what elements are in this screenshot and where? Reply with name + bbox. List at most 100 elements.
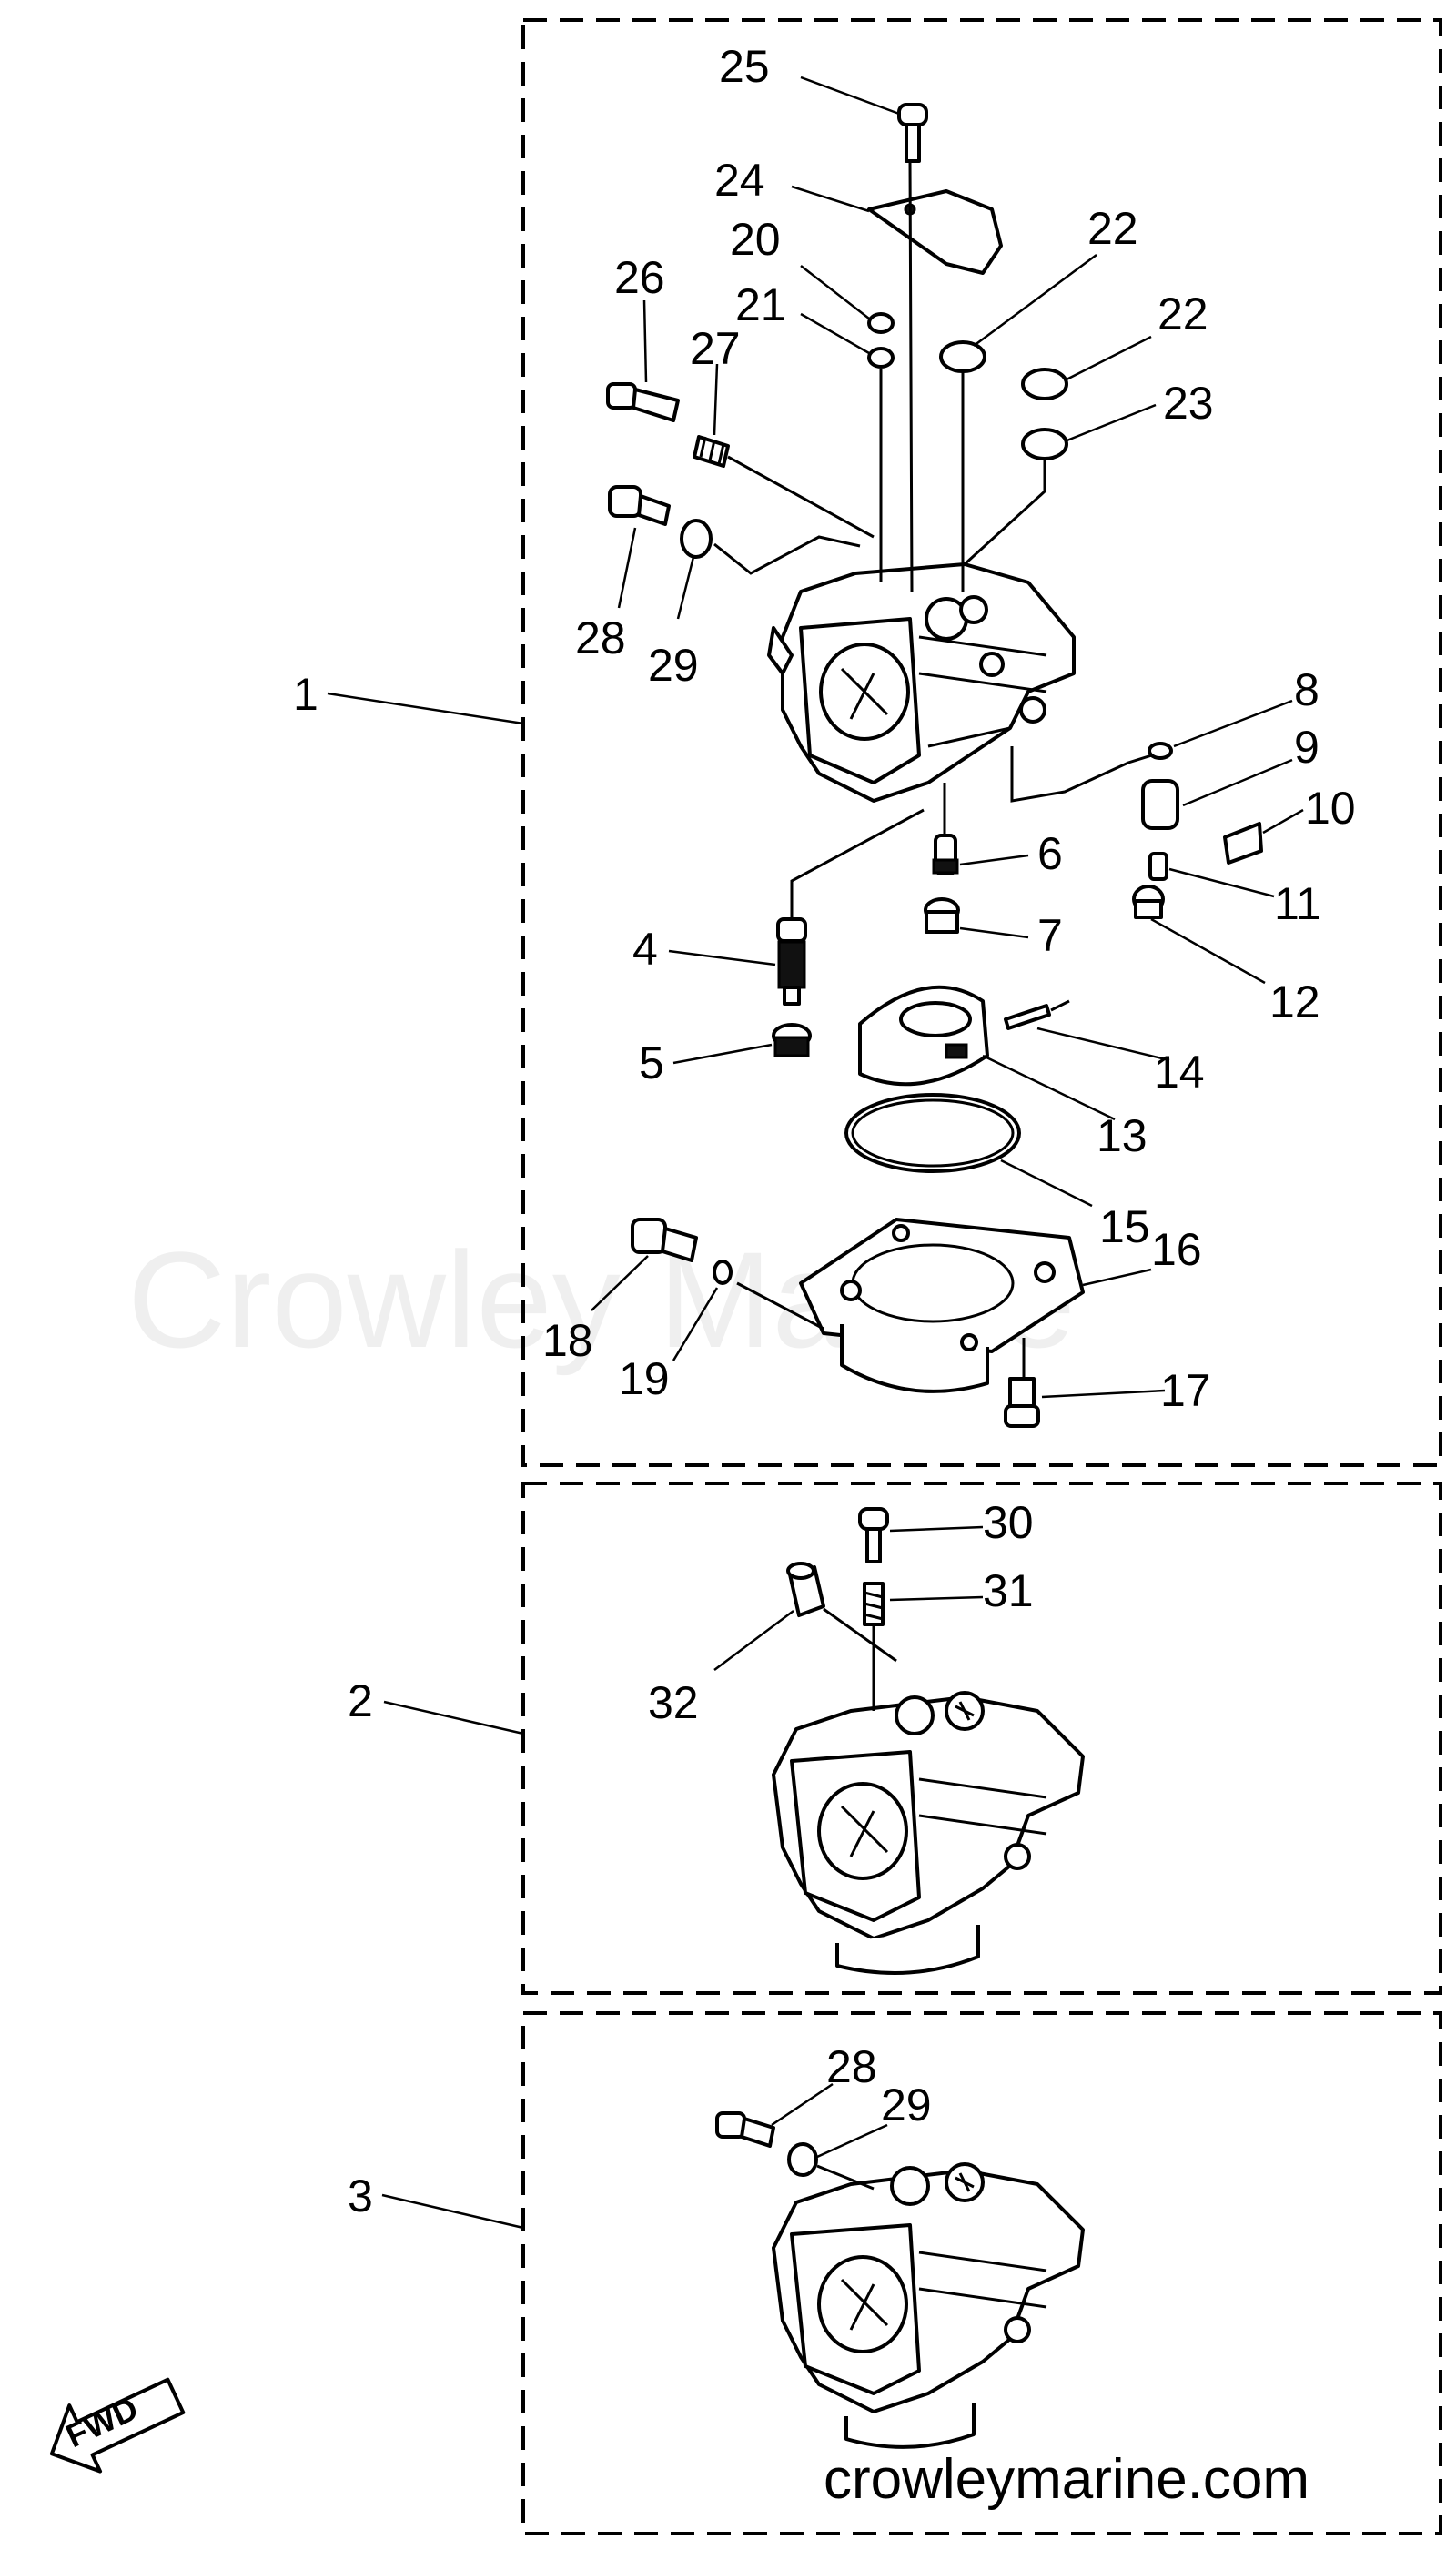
leader-21 — [800, 312, 870, 355]
jet-holder-9 — [1141, 779, 1179, 830]
callout-28: 28 — [575, 612, 626, 663]
leader-28-group3 — [771, 2082, 834, 2127]
leader-28 — [617, 527, 637, 609]
group-box-3 — [521, 2011, 1442, 2535]
leader-31 — [889, 1595, 984, 1602]
screw-26 — [606, 382, 680, 422]
screw-17 — [1004, 1377, 1040, 1428]
ring-8 — [1148, 742, 1173, 760]
callout-17: 17 — [1160, 1365, 1211, 1416]
screw-25 — [897, 103, 928, 163]
callout-8: 8 — [1294, 664, 1320, 715]
float-pin-14 — [1004, 1004, 1051, 1030]
float-chamber-16 — [799, 1218, 1085, 1393]
callout-4: 4 — [632, 924, 658, 975]
cover-plate-24 — [867, 189, 1003, 275]
screw-28 — [608, 485, 671, 526]
leader-15 — [1000, 1159, 1093, 1208]
spring-31 — [863, 1582, 885, 1626]
screw-28-group3 — [715, 2111, 775, 2148]
callout-19: 19 — [619, 1353, 670, 1404]
leader-29 — [676, 556, 695, 620]
callout-28-group3: 28 — [826, 2041, 877, 2092]
callout-27: 27 — [690, 323, 741, 374]
leader-group-3 — [381, 2193, 524, 2230]
spring-27 — [693, 435, 730, 468]
plug-23 — [1021, 428, 1068, 460]
assembly-line-32 — [823, 1607, 897, 1663]
leader-18 — [591, 1255, 649, 1311]
callout-21: 21 — [735, 279, 786, 330]
gasket-ring-15 — [844, 1093, 1021, 1173]
assembly-line-27 — [727, 455, 875, 539]
callout-32: 32 — [648, 1677, 699, 1728]
leader-17 — [1041, 1389, 1166, 1399]
leader-27 — [713, 363, 719, 436]
carburetor-body-3 — [772, 2162, 1085, 2449]
callout-13: 13 — [1097, 1110, 1148, 1161]
leader-32 — [713, 1609, 794, 1672]
washer-29 — [680, 519, 713, 559]
leader-26 — [642, 299, 648, 383]
leader-20 — [800, 265, 870, 319]
callout-29: 29 — [648, 640, 699, 691]
main-jet-7 — [924, 897, 960, 934]
leader-22a — [973, 253, 1097, 348]
cap-32 — [786, 1562, 825, 1617]
leader-16 — [1082, 1268, 1152, 1287]
group-box-1 — [521, 18, 1442, 1467]
assembly-line-19 — [736, 1281, 824, 1331]
jet-11 — [1148, 852, 1168, 881]
assembly-line-29-group3 — [816, 2164, 875, 2191]
leader-30 — [889, 1525, 984, 1533]
pin-dash — [1050, 999, 1070, 1012]
leader-25 — [800, 76, 900, 116]
callout-23: 23 — [1163, 378, 1214, 429]
callout-12: 12 — [1269, 976, 1320, 1027]
leader-22b — [1064, 335, 1152, 382]
callout-26: 26 — [614, 252, 665, 303]
callout-5: 5 — [639, 1037, 664, 1088]
screw-30 — [858, 1507, 889, 1563]
float-13 — [858, 985, 989, 1087]
plug-22-a — [939, 340, 986, 373]
leader-group-2 — [383, 1700, 524, 1735]
plug-12 — [1132, 885, 1165, 919]
leader-14 — [1036, 1027, 1170, 1062]
leader-29-group3 — [816, 2123, 888, 2159]
callout-15: 15 — [1099, 1201, 1150, 1252]
leader-9 — [1182, 758, 1293, 807]
plug-22-b — [1021, 368, 1068, 400]
callout-18: 18 — [542, 1315, 593, 1366]
callout-24: 24 — [714, 155, 765, 206]
pilot-jet-4 — [776, 917, 807, 1006]
group-label-2: 2 — [348, 1675, 373, 1726]
group-label-3: 3 — [348, 2171, 373, 2221]
leader-10 — [1262, 808, 1304, 835]
leader-11 — [1168, 867, 1275, 898]
gasket-ring-15-inner — [851, 1098, 1015, 1168]
callout-22a: 22 — [1087, 203, 1138, 254]
callout-10: 10 — [1305, 783, 1356, 834]
leader-13 — [982, 1054, 1116, 1121]
callout-31: 31 — [983, 1565, 1034, 1616]
plug-5 — [772, 1023, 812, 1057]
group-label-1: 1 — [293, 669, 318, 720]
leader-4 — [668, 949, 776, 966]
leader-5 — [672, 1043, 773, 1065]
group-box-2 — [521, 1482, 1442, 1995]
callout-7: 7 — [1037, 910, 1063, 961]
leader-23 — [1064, 403, 1157, 443]
callout-11: 11 — [1274, 878, 1321, 929]
callout-30: 30 — [983, 1497, 1034, 1548]
leader-19 — [672, 1287, 719, 1361]
callout-25: 25 — [719, 41, 770, 92]
leader-12 — [1150, 917, 1266, 985]
washer-29-group3 — [787, 2142, 818, 2177]
plug-20 — [867, 312, 895, 334]
leader-group-1 — [327, 692, 524, 725]
carburetor-body-1 — [767, 562, 1076, 803]
fwd-arrow-icon — [49, 2377, 186, 2474]
o-ring-19 — [713, 1260, 733, 1285]
